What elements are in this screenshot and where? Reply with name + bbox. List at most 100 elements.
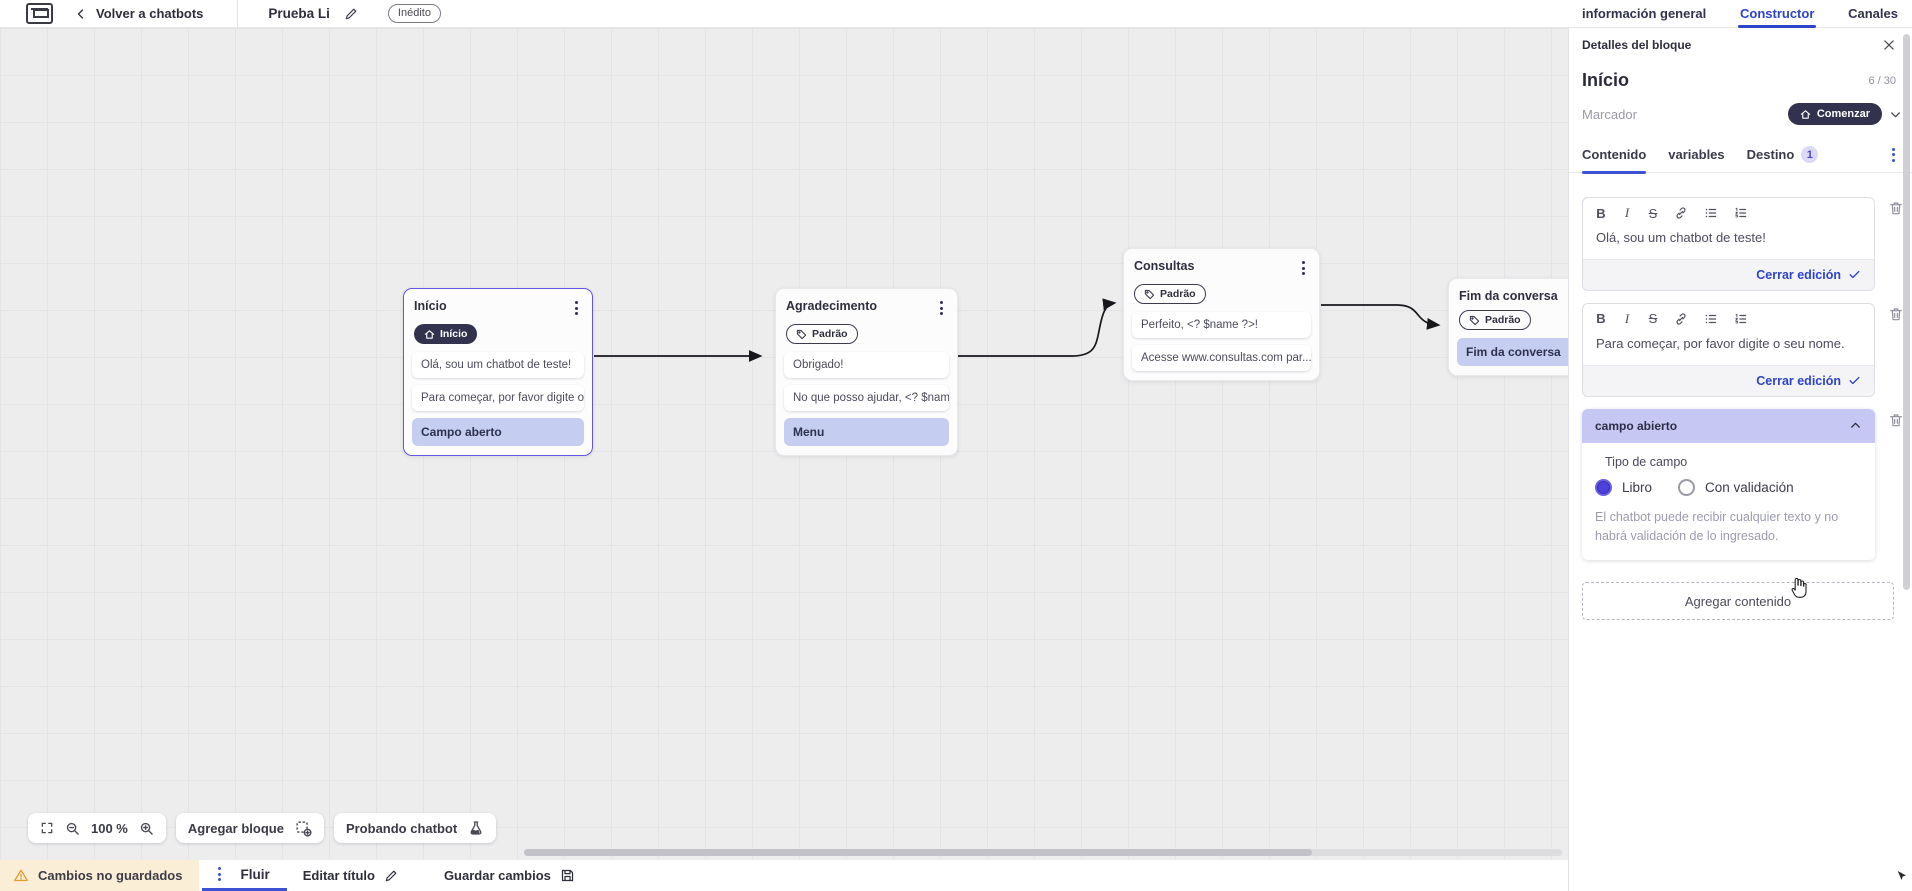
status-badge: Inédito (387, 4, 441, 23)
node-title: Fim da conversa (1459, 289, 1558, 303)
bullet-list-icon[interactable] (1704, 206, 1718, 220)
zoom-out-icon[interactable] (65, 821, 80, 836)
flow-node-consultas[interactable]: Consultas Padrão Perfeito, <? $name ?>! … (1123, 248, 1320, 381)
node-content-item[interactable]: Acesse www.consultas.com par... (1132, 344, 1311, 371)
flow-node-inicio[interactable]: Início Início Olá, sou um chatbot de tes… (403, 288, 593, 456)
italic-icon[interactable]: I (1624, 310, 1630, 326)
flow-canvas[interactable]: Início Início Olá, sou um chatbot de tes… (0, 28, 1568, 859)
test-chatbot-button[interactable]: Probando chatbot (333, 813, 497, 843)
zoom-in-icon[interactable] (139, 821, 154, 836)
chevron-up-icon[interactable] (1849, 419, 1862, 432)
node-badge: Início (414, 324, 478, 344)
scrollbar-thumb[interactable] (524, 849, 1312, 856)
tab-constructor[interactable]: Constructor (1737, 0, 1817, 28)
add-block-button[interactable]: Agregar bloque (175, 813, 324, 843)
top-bar-left: Volver a chatbots Prueba Li Inédito (0, 0, 1568, 28)
link-icon[interactable] (1674, 312, 1688, 326)
save-changes-button[interactable]: Guardar cambios (444, 860, 575, 891)
block-details-panel: Detalles del bloque Início 6 / 30 Marcad… (1568, 28, 1912, 891)
connection-arrows (594, 298, 1441, 362)
marker-value-pill[interactable]: Comenzar (1787, 103, 1882, 125)
panel-body: B I S Olá, sou um chatbot de tes (1569, 173, 1912, 891)
flow-footer-bar: Cambios no guardados Fluir Editar título… (0, 859, 1568, 891)
fit-screen-icon[interactable] (40, 821, 54, 835)
node-menu-kebab-icon[interactable] (936, 299, 947, 317)
numbered-list-icon[interactable] (1734, 312, 1748, 326)
bullet-list-icon[interactable] (1704, 312, 1718, 326)
zoom-level: 100 % (91, 820, 128, 836)
back-label: Volver a chatbots (96, 6, 204, 21)
delete-field-trash-icon[interactable] (1888, 412, 1904, 428)
open-field-header[interactable]: campo abierto (1582, 408, 1875, 443)
chevron-down-icon[interactable] (1889, 108, 1902, 121)
canvas-column: Início Início Olá, sou um chatbot de tes… (0, 28, 1568, 891)
message-text-input[interactable]: Para começar, por favor digite o seu nom… (1596, 335, 1845, 351)
flow-node-fim-da-conversa[interactable]: Fim da conversa Padrão Fim da conversa (1448, 278, 1568, 376)
tab-variables[interactable]: variables (1668, 147, 1725, 162)
flow-tab-fluir[interactable]: Fluir (202, 860, 287, 891)
bold-icon[interactable]: B (1596, 311, 1606, 327)
node-title: Início (414, 299, 447, 313)
open-field-row: campo abierto Tipo de campo Libro (1582, 408, 1904, 561)
radio-option-libro[interactable]: Libro (1595, 478, 1652, 496)
message-text-input[interactable]: Olá, sou um chatbot de teste! (1596, 230, 1766, 245)
delete-content-trash-icon[interactable] (1888, 200, 1904, 216)
app-logo-icon (26, 3, 53, 24)
editor-toolbar: B I S (1583, 304, 1874, 330)
main-area: Início Início Olá, sou um chatbot de tes… (0, 28, 1912, 891)
editor-toolbar: B I S (1583, 198, 1874, 224)
node-content-item[interactable]: No que posso ajudar, <? $name ... (784, 384, 949, 411)
radio-unselected-icon[interactable] (1678, 478, 1696, 496)
strikethrough-icon[interactable]: S (1648, 205, 1658, 221)
flow-tab-kebab-icon[interactable] (214, 865, 225, 883)
node-content-item[interactable]: Perfeito, <? $name ?>! (1132, 311, 1311, 338)
back-to-chatbots-button[interactable]: Volver a chatbots (75, 6, 203, 21)
unsaved-changes-status: Cambios no guardados (0, 860, 200, 891)
panel-scrollbar[interactable] (1903, 34, 1910, 590)
node-content-item[interactable]: Para começar, por favor digite o ... (412, 384, 584, 411)
bold-icon[interactable]: B (1596, 205, 1606, 221)
zoom-controls: 100 % (28, 813, 166, 843)
tag-icon (1144, 289, 1155, 300)
marker-label: Marcador (1582, 106, 1637, 122)
node-content-item[interactable]: Obrigado! (784, 351, 949, 378)
close-panel-icon[interactable] (1882, 38, 1896, 52)
strikethrough-icon[interactable]: S (1648, 311, 1658, 327)
add-block-icon (295, 820, 312, 837)
node-menu-kebab-icon[interactable] (1298, 259, 1309, 277)
tab-contenido[interactable]: Contenido (1582, 137, 1647, 174)
node-action-item[interactable]: Fim da conversa (1457, 337, 1568, 366)
italic-icon[interactable]: I (1624, 205, 1630, 220)
edit-title-button[interactable]: Editar título (303, 860, 398, 891)
field-type-label: Tipo de campo (1605, 454, 1688, 469)
tab-destino[interactable]: Destino 1 (1747, 137, 1819, 173)
tab-canales[interactable]: Canales (1848, 6, 1898, 21)
delete-content-trash-icon[interactable] (1888, 306, 1904, 322)
tag-icon (1469, 315, 1480, 326)
open-field-card: campo abierto Tipo de campo Libro (1582, 408, 1875, 561)
close-edit-button[interactable]: Cerrar edición (1583, 258, 1874, 290)
text-editor-card: B I S Olá, sou um chatbot de tes (1582, 197, 1875, 291)
tag-icon (796, 329, 807, 340)
top-tabs: información general Constructor Canales (1568, 0, 1912, 28)
home-icon (424, 329, 435, 340)
radio-selected-icon[interactable] (1595, 478, 1612, 496)
node-content-item[interactable]: Olá, sou um chatbot de teste! (412, 351, 584, 378)
check-icon (1848, 374, 1861, 387)
text-editor-card: B I S Para começar, por favor di (1582, 302, 1875, 397)
tab-informacion-general[interactable]: información general (1582, 6, 1707, 21)
add-content-button[interactable]: Agregar contenido (1582, 582, 1894, 621)
panel-tabs-kebab-icon[interactable] (1888, 146, 1899, 164)
flow-node-agradecimento[interactable]: Agradecimento Padrão Obrigado! No que po… (775, 288, 958, 456)
node-action-item[interactable]: Campo aberto (412, 417, 584, 446)
numbered-list-icon[interactable] (1734, 206, 1748, 220)
node-menu-kebab-icon[interactable] (571, 299, 582, 317)
close-edit-button[interactable]: Cerrar edición (1583, 364, 1874, 396)
chatbot-title: Prueba Li (268, 6, 330, 21)
panel-tabs: Contenido variables Destino 1 (1569, 137, 1912, 174)
link-icon[interactable] (1674, 206, 1688, 220)
node-action-item[interactable]: Menu (784, 417, 949, 446)
edit-chatbot-title-pencil-icon[interactable] (344, 7, 358, 21)
canvas-horizontal-scrollbar[interactable] (524, 849, 1562, 856)
radio-option-con-validacion[interactable]: Con validación (1678, 478, 1794, 496)
